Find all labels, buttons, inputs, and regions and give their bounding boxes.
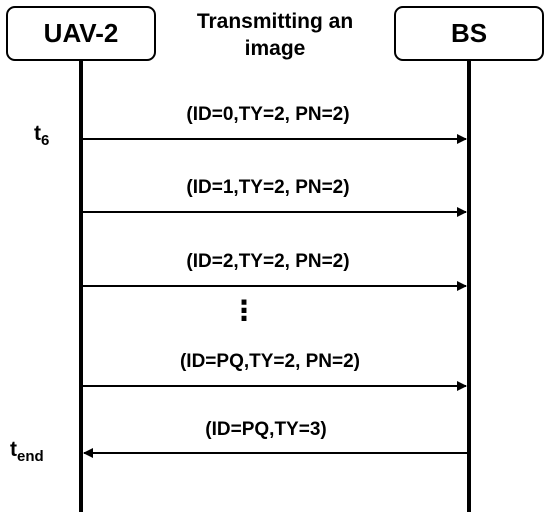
message-label-0: (ID=0,TY=2, PN=2)	[186, 104, 350, 125]
message-label-3: (ID=PQ,TY=2, PN=2)	[179, 351, 361, 372]
time-label-end-base: t	[10, 438, 17, 461]
message-label-2: (ID=2,TY=2, PN=2)	[186, 251, 350, 272]
bs-participant-box: BS	[394, 6, 544, 61]
time-label-start: t6	[34, 122, 49, 149]
time-label-start-sub: 6	[41, 132, 50, 149]
time-label-start-base: t	[34, 122, 41, 145]
time-label-end: tend	[10, 438, 44, 465]
bs-participant-label: BS	[450, 18, 488, 48]
uav-participant-label: UAV-2	[43, 18, 119, 48]
diagram-title: Transmitting an image	[170, 8, 380, 62]
message-label-1: (ID=1,TY=2, PN=2)	[186, 177, 350, 198]
message-label-4: (ID=PQ,TY=3)	[205, 419, 327, 440]
diagram-title-line-2: image	[244, 37, 306, 60]
time-label-end-sub: end	[17, 448, 44, 465]
diagram-title-line-1: Transmitting an	[196, 10, 354, 33]
uav-participant-box: UAV-2	[6, 6, 156, 61]
vertical-ellipsis: ⋮	[230, 295, 258, 326]
